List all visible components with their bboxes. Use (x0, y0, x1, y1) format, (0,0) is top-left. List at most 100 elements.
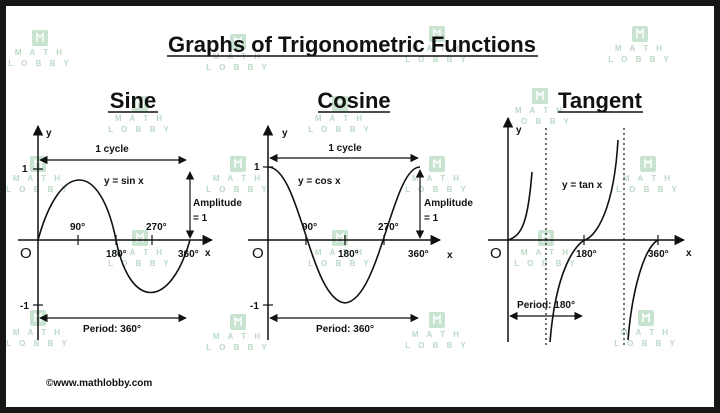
tangent-y-label: y (516, 125, 522, 136)
mathlobby-watermark: M A T H L O B B Y (108, 230, 172, 268)
svg-text:M A T H: M A T H (623, 174, 673, 183)
sine-label-360: 360° (178, 249, 199, 260)
watermark-group: M A T H L O B B Y M A T H L O B B Y M A … (6, 26, 680, 352)
svg-text:M A T H: M A T H (412, 330, 462, 339)
sine-label-y-neg: -1 (20, 301, 29, 312)
sine-label-270: 270° (146, 222, 167, 233)
mathlobby-watermark: M A T H L O B B Y (206, 156, 270, 194)
cosine-label-y-pos: 1 (254, 162, 260, 173)
cosine-label-180: 180° (338, 249, 359, 260)
page-title: Graphs of Trigonometric Functions (168, 32, 536, 57)
svg-text:M A T H: M A T H (213, 174, 263, 183)
svg-text:M A T H: M A T H (13, 328, 63, 337)
svg-text:L O B B Y: L O B B Y (608, 55, 672, 64)
mathlobby-watermark: M A T H L O B B Y (405, 26, 469, 64)
tangent-graph: Tangent y x O 180° 360° y = tan x Period… (488, 88, 692, 345)
mathlobby-watermark: M A T H L O B B Y (614, 310, 678, 348)
svg-text:M A T H: M A T H (515, 106, 565, 115)
mathlobby-watermark: M A T H L O B B Y (608, 26, 672, 64)
tangent-origin-label: O (490, 245, 502, 262)
svg-text:L O B B Y: L O B B Y (508, 117, 572, 126)
svg-text:L O B B Y: L O B B Y (308, 125, 372, 134)
cosine-label-y-neg: -1 (250, 301, 259, 312)
mathlobby-watermark: M A T H L O B B Y (508, 88, 572, 126)
tangent-equation: y = tan x (562, 180, 603, 191)
svg-text:M A T H: M A T H (213, 332, 263, 341)
tangent-curve-branch-3 (627, 239, 659, 341)
tangent-curve-branch-2 (549, 139, 619, 343)
svg-text:M A T H: M A T H (315, 114, 365, 123)
svg-text:M A T H: M A T H (13, 174, 63, 183)
svg-text:L O B B Y: L O B B Y (514, 259, 578, 268)
svg-text:L O B B Y: L O B B Y (8, 59, 72, 68)
tangent-heading: Tangent (558, 88, 643, 113)
cosine-origin-label: O (252, 245, 264, 262)
svg-text:M A T H: M A T H (615, 44, 665, 53)
svg-text:M A T H: M A T H (15, 48, 65, 57)
cosine-equation: y = cos x (298, 176, 341, 187)
cosine-label-360: 360° (408, 249, 429, 260)
svg-text:L O B B Y: L O B B Y (206, 185, 270, 194)
mathlobby-watermark: M A T H L O B B Y (108, 96, 172, 134)
sine-heading: Sine (110, 88, 156, 113)
cosine-amplitude-label: Amplitude (424, 198, 473, 209)
svg-text:M A T H: M A T H (521, 248, 571, 257)
sine-label-90: 90° (70, 222, 85, 233)
cosine-amplitude-value: = 1 (424, 213, 439, 224)
sine-period-label: Period: 360° (83, 324, 141, 335)
tangent-x-label: x (686, 248, 692, 259)
svg-text:L O B B Y: L O B B Y (206, 63, 270, 72)
svg-text:L O B B Y: L O B B Y (405, 185, 469, 194)
cosine-curve (267, 166, 421, 304)
svg-text:L O B B Y: L O B B Y (6, 339, 70, 348)
svg-text:M A T H: M A T H (115, 114, 165, 123)
sine-graph: Sine y x O 90° 180° 270° 360° 1 -1 1 cyc… (18, 88, 242, 340)
cosine-label-270: 270° (378, 222, 399, 233)
svg-text:M A T H: M A T H (115, 248, 165, 257)
cosine-heading: Cosine (317, 88, 390, 113)
cosine-cycle-label: 1 cycle (328, 143, 362, 154)
sine-origin-label: O (20, 245, 32, 262)
svg-text:M A T H: M A T H (412, 174, 462, 183)
cosine-period-label: Period: 360° (316, 324, 374, 335)
svg-text:L O B B Y: L O B B Y (206, 343, 270, 352)
sine-label-180: 180° (106, 249, 127, 260)
cosine-x-label: x (447, 250, 453, 261)
copyright-text: ©www.mathlobby.com (46, 378, 152, 389)
svg-text:L O B B Y: L O B B Y (405, 341, 469, 350)
svg-text:L O B B Y: L O B B Y (616, 185, 680, 194)
mathlobby-watermark: M A T H L O B B Y (616, 156, 680, 194)
mathlobby-watermark: M A T H L O B B Y (308, 230, 372, 268)
cosine-graph: Cosine y x O 90° 180° 270° 360° 1 -1 1 c… (248, 88, 473, 340)
svg-text:M A T H: M A T H (621, 328, 671, 337)
diagram-panel (6, 6, 714, 407)
mathlobby-watermark: M A T H L O B B Y (405, 312, 469, 350)
mathlobby-watermark: M A T H L O B B Y (308, 96, 372, 134)
svg-text:L O B B Y: L O B B Y (6, 185, 70, 194)
tangent-label-360: 360° (648, 249, 669, 260)
svg-text:L O B B Y: L O B B Y (405, 55, 469, 64)
sine-curve (37, 179, 191, 294)
cosine-y-label: y (282, 128, 288, 139)
svg-text:M A T H: M A T H (315, 248, 365, 257)
sine-amplitude-label: Amplitude (193, 198, 242, 209)
svg-text:M A T H: M A T H (412, 44, 462, 53)
sine-x-label: x (205, 248, 211, 259)
mathlobby-watermark: M A T H L O B B Y (405, 156, 469, 194)
svg-text:L O B B Y: L O B B Y (108, 125, 172, 134)
tangent-period-label: Period: 180° (517, 300, 575, 311)
sine-amplitude-value: = 1 (193, 213, 208, 224)
cosine-label-90: 90° (302, 222, 317, 233)
sine-label-y-pos: 1 (22, 164, 28, 175)
mathlobby-watermark: M A T H L O B B Y (206, 314, 270, 352)
tangent-curve-branch-1 (507, 171, 533, 241)
mathlobby-watermark: M A T H L O B B Y (8, 30, 72, 68)
svg-text:L O B B Y: L O B B Y (614, 339, 678, 348)
svg-text:L O B B Y: L O B B Y (308, 259, 372, 268)
svg-text:L O B B Y: L O B B Y (108, 259, 172, 268)
tangent-label-180: 180° (576, 249, 597, 260)
sine-equation: y = sin x (104, 176, 144, 187)
sine-cycle-label: 1 cycle (95, 144, 129, 155)
sine-y-label: y (46, 128, 52, 139)
